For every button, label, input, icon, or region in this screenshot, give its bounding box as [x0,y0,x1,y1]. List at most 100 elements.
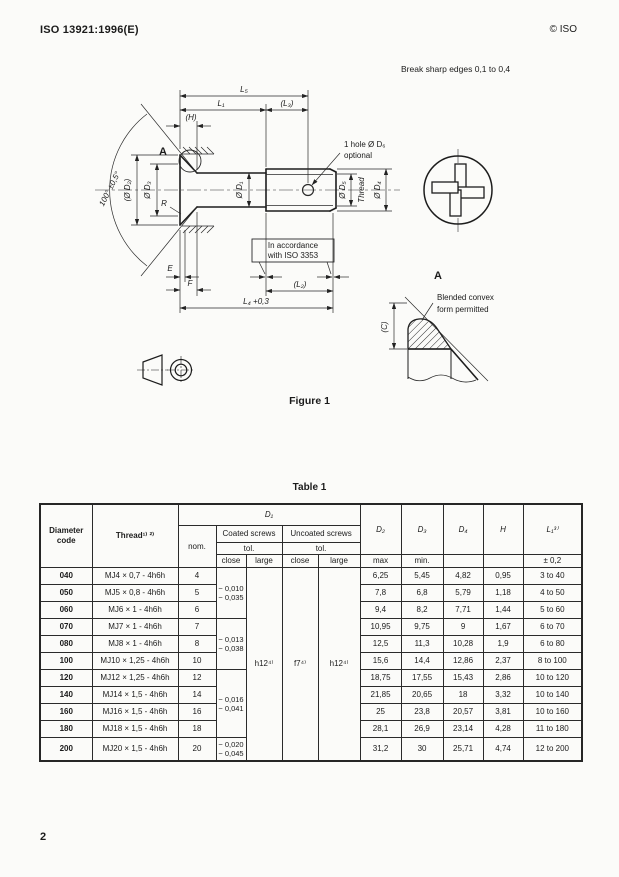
left-dimensions [131,154,182,226]
cell-thread: MJ5 × 0,8 - 4h6h [91,584,179,602]
dim-l1: L₁ [218,99,225,108]
hole-callout-line2: optional [344,151,372,160]
cell-thread: MJ18 × 1,5 - 4h6h [91,720,179,738]
cell-h: 4,74 [482,737,524,762]
dim-r: R [161,199,167,208]
cell-nom: 12 [177,669,217,687]
cell-code: 120 [39,669,93,687]
col-header-d4: D₄ [442,503,484,555]
cell-d3: 17,55 [400,669,444,687]
dim-d1: Ø D₁ [235,181,244,199]
iso-note-line1: In accordance [268,241,319,250]
dim-f: F [188,279,194,288]
thread-detail [266,174,333,206]
col-header-nom: nom. [177,525,217,568]
col-header-h-sub [482,554,524,568]
optional-hole [301,183,315,197]
cell-h: 4,28 [482,720,524,738]
cell-nom: 16 [177,703,217,721]
table-row: 160 MJ16 × 1,5 - 4h6h 16 25 23,8 20,57 3… [39,703,583,721]
cell-d4: 5,79 [442,584,484,602]
col-header-d3: D₃ [400,503,444,555]
col-header-large-uncoated: large [317,554,361,568]
table-row: 070 MJ7 × 1 - 4h6h 7 − 0,013 − 0,038 10,… [39,618,583,670]
cell-d4: 7,71 [442,601,484,619]
col-header-uncoated: Uncoated screws [281,525,361,543]
table-caption: Table 1 [292,482,327,493]
hole-leader [311,152,341,186]
cell-d3: 26,9 [400,720,444,738]
cell-d3: 30 [400,737,444,762]
cell-l1: 4 to 50 [522,584,583,602]
cell-d2: 12,5 [359,635,402,653]
cell-l1: 10 to 120 [522,669,583,687]
cell-h: 3,32 [482,686,524,704]
cell-thread: MJ20 × 1,5 - 4h6h [91,737,179,762]
dim-c: (C) [380,321,389,332]
cell-thread: MJ12 × 1,25 - 4h6h [91,669,179,687]
hole-callout-line1: 1 hole Ø D₆ [344,140,385,149]
dim-d2: (Ø D₂) [123,178,132,201]
cell-code: 140 [39,686,93,704]
cell-code: 160 [39,703,93,721]
cell-d3: 6,8 [400,584,444,602]
blended-convex-area [407,318,453,350]
col-header-d1: D₁ [177,503,361,526]
col-header-large-coated: large [245,554,283,568]
cell-thread: MJ14 × 1,5 - 4h6h [91,686,179,704]
cell-d2: 9,4 [359,601,402,619]
blended-note-line2: form permitted [437,305,489,314]
cell-d4: 9 [442,618,484,636]
blended-note-line1: Blended convex [437,293,494,302]
detail-a-marker: A [159,146,167,158]
cell-nom: 20 [177,737,217,762]
cell-coated-large: h12⁴⁾ [245,567,283,762]
cell-d3: 9,75 [400,618,444,636]
cell-h: 1,18 [482,584,524,602]
detail-a-view: A (C) Blended convex form permitted [380,270,494,383]
cell-h: 1,9 [482,635,524,653]
cell-thread: MJ6 × 1 - 4h6h [91,601,179,619]
cell-code: 060 [39,601,93,619]
table-row: 050 MJ5 × 0,8 - 4h6h 5 7,8 6,8 5,79 1,18… [39,584,583,602]
head-angle-label: 100° ±0,5° [97,169,122,207]
cell-code: 040 [39,567,93,585]
cell-d4: 18 [442,686,484,704]
table-row: 140 MJ14 × 1,5 - 4h6h 14 21,85 20,65 18 … [39,686,583,704]
table-row: 040 MJ4 × 0,7 - 4h6h 4 − 0,010 − 0,035 h… [39,567,583,762]
cell-d4: 15,43 [442,669,484,687]
col-header-d3-min: min. [400,554,444,568]
cell-d4: 4,82 [442,567,484,585]
detail-a-title: A [434,270,442,282]
cell-nom: 4 [177,567,217,585]
table-1: Diameter code Thread¹⁾ ²⁾ D₁ D₂ D₃ D₄ H … [39,503,584,762]
col-header-thread: Thread¹⁾ ²⁾ [91,503,179,568]
cell-nom: 7 [177,618,217,636]
col-header-d2: D₂ [359,503,402,555]
cell-nom: 18 [177,720,217,738]
cell-thread: MJ4 × 0,7 - 4h6h [91,567,179,585]
col-header-tol-coated: tol. [215,542,283,555]
standard-number: ISO 13921:1996(E) [40,24,139,36]
dim-l2: (L₂) [294,280,307,289]
cell-code: 080 [39,635,93,653]
col-header-tol-uncoated: tol. [281,542,361,555]
cell-d3: 14,4 [400,652,444,670]
cell-nom: 6 [177,601,217,619]
col-header-l1: L₁³⁾ [522,503,583,555]
cell-tol-close: − 0,020 − 0,045 [215,737,247,762]
iso-note-line2: with ISO 3353 [267,251,319,260]
cell-code: 100 [39,652,93,670]
cell-d2: 25 [359,703,402,721]
bottom-dimensions [166,212,349,313]
cell-d4: 20,57 [442,703,484,721]
cell-d2: 15,6 [359,652,402,670]
dim-thread: Thread [357,177,366,203]
detail-a-balloon [178,149,202,173]
cell-d2: 6,25 [359,567,402,585]
cell-d3: 11,3 [400,635,444,653]
table-row: 180 MJ18 × 1,5 - 4h6h 18 28,1 26,9 23,14… [39,720,583,738]
top-dimensions [166,90,309,183]
table-row: 120 MJ12 × 1,25 - 4h6h 12 − 0,016 − 0,04… [39,669,583,738]
cell-d4: 23,14 [442,720,484,738]
